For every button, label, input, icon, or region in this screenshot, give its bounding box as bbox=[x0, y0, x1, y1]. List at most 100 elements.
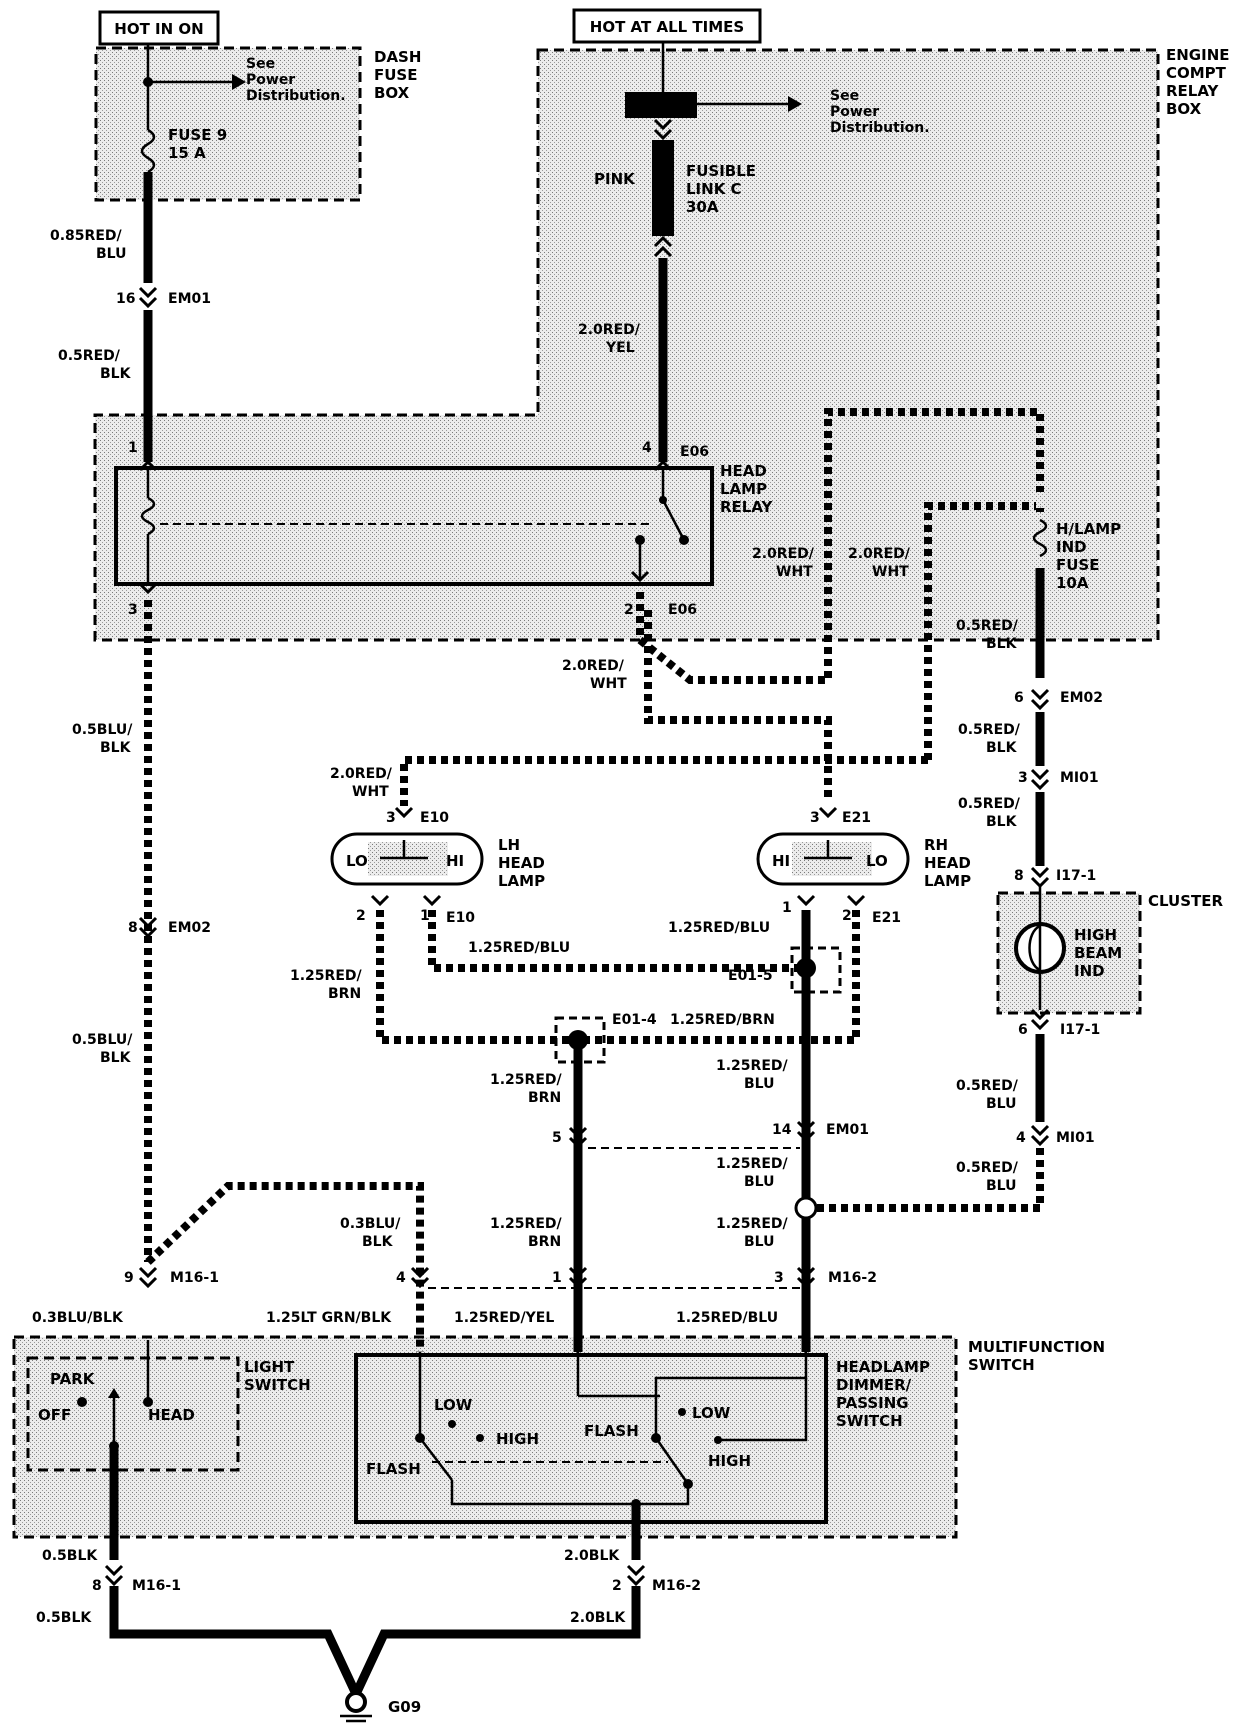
connector-pin: 3 bbox=[810, 810, 820, 826]
engine-compt-relay-box-label-2: COMPT bbox=[1166, 64, 1227, 82]
wire-label: 2.0BLK bbox=[570, 1610, 626, 1626]
connector-pin: 8 bbox=[92, 1578, 102, 1594]
terminal-icon bbox=[370, 894, 390, 907]
connector-id: I17-1 bbox=[1060, 1022, 1100, 1038]
connector-m16-2-icon bbox=[796, 1266, 816, 1289]
light-switch-label-1: LIGHT bbox=[244, 1358, 295, 1376]
wire-label: 1.25LT GRN/BLK bbox=[266, 1310, 392, 1326]
power-label-2: Power bbox=[830, 104, 879, 120]
connector-m16-1-icon bbox=[104, 1564, 124, 1587]
ground-g09-label: G09 bbox=[388, 1698, 421, 1716]
hot-at-all-times-box bbox=[572, 8, 762, 44]
high-beam-label-1: HIGH bbox=[1074, 926, 1117, 944]
wire-label: BLK bbox=[986, 740, 1018, 756]
connector-pin: 5 bbox=[552, 1130, 562, 1146]
high-label-right: HIGH bbox=[708, 1452, 751, 1470]
dash-fuse-box-label-2: FUSE bbox=[374, 66, 417, 84]
terminal-icon bbox=[138, 459, 158, 472]
terminal-icon bbox=[818, 806, 838, 819]
contact-point bbox=[448, 1420, 456, 1428]
terminal-icon bbox=[394, 806, 414, 819]
dimmer-label-3: PASSING bbox=[836, 1394, 909, 1412]
wire-label: 2.0RED/ bbox=[330, 766, 393, 782]
wire-label: BLU bbox=[744, 1076, 774, 1092]
flash-label-right: FLASH bbox=[584, 1422, 639, 1440]
connector-id: E21 bbox=[872, 910, 901, 926]
headlamp-dimmer-switch-box bbox=[354, 1353, 828, 1524]
fusible-link-label-3: 30A bbox=[686, 198, 719, 216]
connector-id: M16-2 bbox=[652, 1578, 701, 1594]
wire-label: BRN bbox=[528, 1234, 561, 1250]
hlamp-fuse-label-1: H/LAMP bbox=[1056, 520, 1121, 538]
wire-label: 0.5RED/ bbox=[958, 796, 1021, 812]
connector-id: EM02 bbox=[1060, 690, 1103, 706]
connector-pin: 2 bbox=[624, 602, 634, 618]
engine-compt-relay-box bbox=[93, 48, 1160, 642]
wire-2-0red-wht-right bbox=[924, 502, 1036, 760]
wire-label: YEL bbox=[605, 340, 635, 356]
wire-1-25red-brn-rh bbox=[578, 910, 860, 1044]
fuse-9-icon bbox=[140, 128, 156, 174]
connector-m16-2-icon bbox=[568, 1266, 588, 1289]
dimmer-arm bbox=[654, 1437, 690, 1485]
connector-id: M16-1 bbox=[170, 1270, 219, 1286]
wire-label: 0.5BLK bbox=[36, 1610, 92, 1626]
connector-pin: 2 bbox=[842, 908, 852, 924]
relay-coil-icon bbox=[140, 496, 156, 536]
connector-id: EM01 bbox=[168, 291, 211, 307]
connector-pin: 6 bbox=[1014, 690, 1024, 706]
connector-em01-icon bbox=[138, 286, 158, 309]
wire-label: 0.5RED/ bbox=[58, 348, 121, 364]
wire-label: 1.25RED/ bbox=[716, 1058, 789, 1074]
fusible-link-icon bbox=[652, 140, 674, 236]
hlamp-fuse-label-4: 10A bbox=[1056, 574, 1089, 592]
dimmer-label-4: SWITCH bbox=[836, 1412, 903, 1430]
low-label: LOW bbox=[434, 1396, 473, 1414]
wire-label: 0.5BLK bbox=[42, 1548, 98, 1564]
connector-pin: 4 bbox=[642, 440, 652, 456]
connector-id: MI01 bbox=[1056, 1130, 1095, 1146]
ground-eyelet-icon bbox=[345, 1691, 367, 1713]
dash-fuse-box bbox=[94, 46, 362, 202]
hlamp-fuse-label-3: FUSE bbox=[1056, 556, 1099, 574]
connector-pin: 3 bbox=[1018, 770, 1028, 786]
rh-head-lamp-label-1: RH bbox=[924, 836, 948, 854]
connector-em01-icon bbox=[796, 1120, 816, 1143]
light-switch-box bbox=[26, 1356, 240, 1472]
connector-id: M16-1 bbox=[132, 1578, 181, 1594]
head-lamp-relay-label-3: RELAY bbox=[720, 498, 774, 516]
wire-label: 0.5RED/ bbox=[956, 1160, 1019, 1176]
connector-pin: 1 bbox=[420, 908, 430, 924]
off-label: OFF bbox=[38, 1406, 71, 1424]
connector-id: EM01 bbox=[826, 1122, 869, 1138]
light-switch-label-2: SWITCH bbox=[244, 1376, 311, 1394]
wire-label: 0.5RED/ bbox=[958, 722, 1021, 738]
wire-label: BLK bbox=[362, 1234, 394, 1250]
wire-label: 1.25RED/ bbox=[716, 1156, 789, 1172]
see-label: See bbox=[246, 56, 275, 72]
dimmer-label-1: HEADLAMP bbox=[836, 1358, 930, 1376]
connector-id: E06 bbox=[680, 444, 709, 460]
lh-head-lamp-label-2: HEAD bbox=[498, 854, 545, 872]
lo-beam-label: LO bbox=[866, 852, 888, 870]
wire-label: 2.0BLK bbox=[564, 1548, 620, 1564]
connector-m16-2-icon bbox=[410, 1266, 430, 1289]
hi-beam-label: HI bbox=[772, 852, 790, 870]
arrow-up-icon bbox=[108, 1388, 120, 1398]
wire-label: BRN bbox=[328, 986, 361, 1002]
connector-id: E10 bbox=[420, 810, 449, 826]
splice-e01-4-box bbox=[554, 1016, 606, 1064]
ground-wire bbox=[109, 1586, 641, 1705]
dimmer-lead bbox=[654, 1352, 808, 1438]
wire-label: WHT bbox=[352, 784, 389, 800]
contact-point bbox=[714, 1436, 722, 1444]
wire-label: 2.0RED/ bbox=[848, 546, 911, 562]
hot-in-on-box bbox=[98, 10, 220, 46]
wire-label: BLK bbox=[986, 814, 1018, 830]
bus-bar bbox=[625, 92, 697, 118]
arrow-right-icon bbox=[232, 74, 246, 90]
connector-m16-2-icon bbox=[626, 1564, 646, 1587]
fusible-link-label-1: FUSIBLE bbox=[686, 162, 756, 180]
wire-label: 0.3BLU/ bbox=[340, 1216, 401, 1232]
wire-label: 0.85RED/ bbox=[50, 228, 123, 244]
